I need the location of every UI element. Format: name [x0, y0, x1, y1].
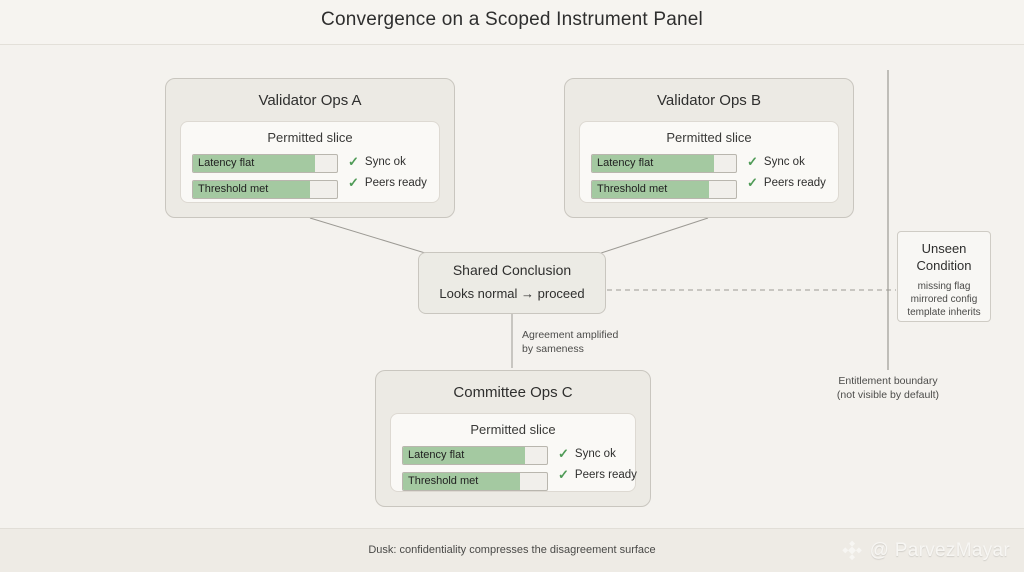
check-row-peers-ready: ✓ Peers ready	[348, 176, 427, 189]
slice-body: Latency flat Threshold met ✓ Sync ok ✓ P…	[192, 154, 429, 199]
shared-conclusion-node[interactable]: Shared Conclusion Looks normal → proceed	[418, 252, 606, 314]
check-label: Peers ready	[364, 176, 427, 189]
meter-group: Latency flat Threshold met	[591, 154, 737, 199]
check-row-sync-ok: ✓ Sync ok	[747, 155, 826, 168]
footer-bar: Dusk: confidentiality compresses the dis…	[0, 528, 1024, 572]
meter-group: Latency flat Threshold met	[402, 446, 548, 491]
meter-latency-flat[interactable]: Latency flat	[192, 154, 338, 173]
shared-conclusion-title: Shared Conclusion	[452, 262, 572, 278]
meter-fill	[193, 155, 316, 172]
check-row-peers-ready: ✓ Peers ready	[558, 468, 637, 481]
ops-card-validator-a[interactable]: Validator Ops A Permitted slice Latency …	[165, 78, 455, 218]
unseen-condition-items: missing flag mirrored config template in…	[898, 280, 990, 319]
check-label: Sync ok	[574, 447, 616, 460]
unseen-item-3: template inherits	[907, 307, 981, 318]
unseen-condition-title: Unseen Condition	[898, 240, 990, 274]
check-icon: ✓	[558, 446, 569, 461]
meter-threshold-met[interactable]: Threshold met	[591, 180, 737, 199]
ops-card-committee-c[interactable]: Committee Ops C Permitted slice Latency …	[375, 370, 651, 507]
unseen-item-1: missing flag	[917, 281, 971, 292]
slice-body: Latency flat Threshold met ✓ Sync ok ✓ P…	[402, 446, 637, 491]
check-label: Peers ready	[763, 176, 826, 189]
check-group: ✓ Sync ok ✓ Peers ready	[747, 154, 826, 199]
ops-card-title: Validator Ops B	[657, 92, 761, 109]
meter-label: Latency flat	[198, 157, 255, 169]
unseen-title-line-2: Condition	[916, 258, 972, 273]
check-row-sync-ok: ✓ Sync ok	[348, 155, 427, 168]
meter-label: Threshold met	[597, 183, 668, 195]
watermark: @ ParvezMayar	[841, 540, 1010, 562]
check-icon: ✓	[747, 154, 758, 169]
meter-fill	[592, 181, 709, 198]
permitted-slice-title: Permitted slice	[470, 422, 556, 437]
meter-threshold-met[interactable]: Threshold met	[192, 180, 338, 199]
boundary-line-1: Entitlement boundary	[838, 375, 938, 387]
slice-body: Latency flat Threshold met ✓ Sync ok ✓ P…	[591, 154, 828, 199]
connector-a-to-conclusion	[309, 217, 436, 257]
check-icon: ✓	[348, 175, 359, 190]
check-row-sync-ok: ✓ Sync ok	[558, 447, 637, 460]
meter-threshold-met[interactable]: Threshold met	[402, 472, 548, 491]
check-group: ✓ Sync ok ✓ Peers ready	[558, 446, 637, 491]
meter-label: Threshold met	[198, 183, 269, 195]
ops-card-title: Committee Ops C	[453, 384, 573, 401]
entitlement-boundary-caption: Entitlement boundary (not visible by def…	[800, 374, 976, 402]
page-title: Convergence on a Scoped Instrument Panel	[321, 9, 703, 30]
header-bar: Convergence on a Scoped Instrument Panel	[0, 0, 1024, 45]
agreement-amplified-note: Agreement amplified by sameness	[522, 328, 618, 356]
meter-latency-flat[interactable]: Latency flat	[591, 154, 737, 173]
ops-card-validator-b[interactable]: Validator Ops B Permitted slice Latency …	[564, 78, 854, 218]
permitted-slice-title: Permitted slice	[267, 130, 353, 145]
ops-card-title: Validator Ops A	[258, 92, 362, 109]
permitted-slice-panel: Permitted slice Latency flat Threshold m…	[579, 121, 839, 203]
watermark-text: @ ParvezMayar	[869, 540, 1010, 561]
meter-fill	[193, 181, 310, 198]
footer-note: Dusk: confidentiality compresses the dis…	[368, 544, 656, 556]
unseen-condition-box[interactable]: Unseen Condition missing flag mirrored c…	[897, 231, 991, 322]
diamond-cluster-logo-icon	[841, 540, 863, 562]
check-label: Peers ready	[574, 468, 637, 481]
check-icon: ✓	[348, 154, 359, 169]
boundary-line-2: (not visible by default)	[836, 389, 940, 401]
meter-fill	[403, 447, 526, 464]
meter-group: Latency flat Threshold met	[192, 154, 338, 199]
permitted-slice-title: Permitted slice	[666, 130, 752, 145]
amplify-line-2: by sameness	[522, 343, 584, 355]
shared-conclusion-subtitle: Looks normal → proceed	[439, 286, 585, 301]
meter-latency-flat[interactable]: Latency flat	[402, 446, 548, 465]
check-group: ✓ Sync ok ✓ Peers ready	[348, 154, 427, 199]
unseen-title-line-1: Unseen	[921, 241, 967, 256]
meter-label: Latency flat	[408, 449, 465, 461]
connector-b-to-conclusion	[591, 217, 709, 257]
check-row-peers-ready: ✓ Peers ready	[747, 176, 826, 189]
check-label: Sync ok	[364, 155, 406, 168]
meter-label: Latency flat	[597, 157, 654, 169]
permitted-slice-panel: Permitted slice Latency flat Threshold m…	[180, 121, 440, 203]
meter-fill	[403, 473, 520, 490]
meter-fill	[592, 155, 715, 172]
amplify-line-1: Agreement amplified	[522, 329, 619, 341]
check-label: Sync ok	[763, 155, 805, 168]
meter-label: Threshold met	[408, 475, 479, 487]
unseen-item-2: mirrored config	[910, 294, 978, 305]
check-icon: ✓	[558, 467, 569, 482]
permitted-slice-panel: Permitted slice Latency flat Threshold m…	[390, 413, 637, 492]
check-icon: ✓	[747, 175, 758, 190]
